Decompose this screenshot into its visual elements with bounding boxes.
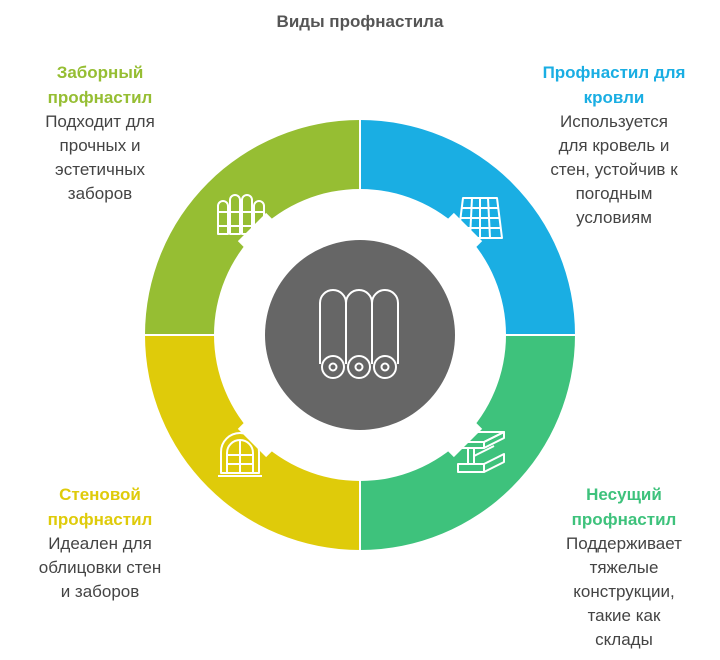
window-icon [218, 432, 262, 477]
center-circle [265, 240, 455, 430]
bearing-desc-line4: такие как [587, 606, 661, 625]
roof-desc-line1: Используется [560, 112, 668, 131]
roof-title-line2: кровли [583, 88, 645, 107]
fence-desc-line1: Подходит для [45, 112, 155, 131]
roof-tiles-icon [457, 197, 503, 239]
roof-desc-line3: стен, устойчив к [550, 160, 678, 179]
diagram-title: Виды профнастила [276, 12, 444, 31]
roof-label: Профнастил для кровли Используется для к… [514, 60, 714, 230]
fence-label: Заборный профнастил Подходит для прочных… [0, 60, 200, 206]
bearing-desc-line2: тяжелые [589, 558, 659, 577]
bearing-desc-line5: склады [595, 630, 653, 649]
bearing-desc-line3: конструкции, [573, 582, 675, 601]
fence-desc-line2: прочных и [59, 136, 141, 155]
roof-desc-line2: для кровель и [558, 136, 670, 155]
fence-title-line2: профнастил [47, 88, 153, 107]
ring-notches [237, 212, 483, 458]
wall-title-line1: Стеновой [59, 485, 141, 504]
wall-desc-line3: и заборов [60, 582, 140, 601]
wall-desc-line2: облицовки стен [38, 558, 162, 577]
roof-desc-line5: условиям [576, 208, 652, 227]
roof-title-line1: Профнастил для [542, 63, 686, 82]
bearing-label: Несущий профнастил Поддерживает тяжелые … [524, 482, 720, 652]
wall-label: Стеновой профнастил Идеален для облицовк… [0, 482, 200, 604]
fence-title-line1: Заборный [56, 63, 144, 82]
bearing-title-line1: Несущий [586, 485, 662, 504]
roof-desc-line4: погодным [575, 184, 653, 203]
fence-icon [217, 194, 265, 235]
bearing-desc-line1: Поддерживает [566, 534, 682, 553]
wall-desc-line1: Идеален для [48, 534, 152, 553]
fence-desc-line4: заборов [67, 184, 133, 203]
wall-title-line2: профнастил [47, 510, 153, 529]
bearing-title-line2: профнастил [571, 510, 677, 529]
fence-desc-line3: эстетичных [55, 160, 145, 179]
steel-beam-icon [457, 431, 505, 473]
metal-rolls-icon [319, 289, 399, 379]
